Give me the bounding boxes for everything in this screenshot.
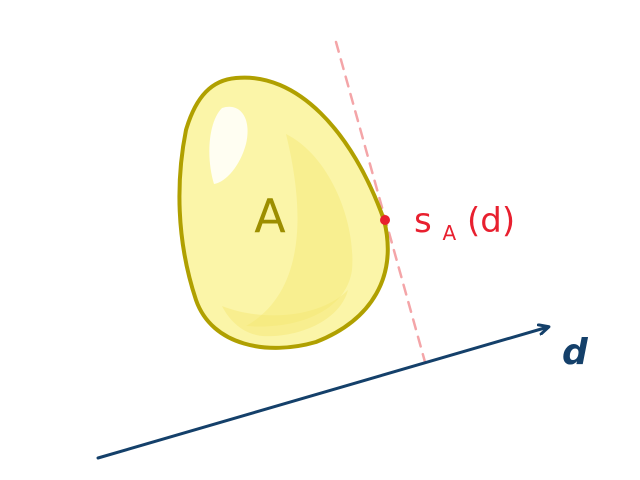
direction-arrow [96, 327, 548, 460]
shape-inner-shading [246, 134, 353, 327]
support-point-label: s A (d) [414, 201, 515, 249]
shape-label-a: A [254, 189, 286, 243]
support-label-sub: A [443, 221, 457, 245]
shape-highlight [209, 106, 248, 184]
shape-lower-shading [222, 290, 348, 337]
support-label-main: s [414, 201, 432, 241]
support-label-arg: (d) [467, 201, 515, 241]
support-point [380, 215, 390, 225]
direction-label: d [562, 332, 589, 373]
support-line [334, 40, 427, 364]
